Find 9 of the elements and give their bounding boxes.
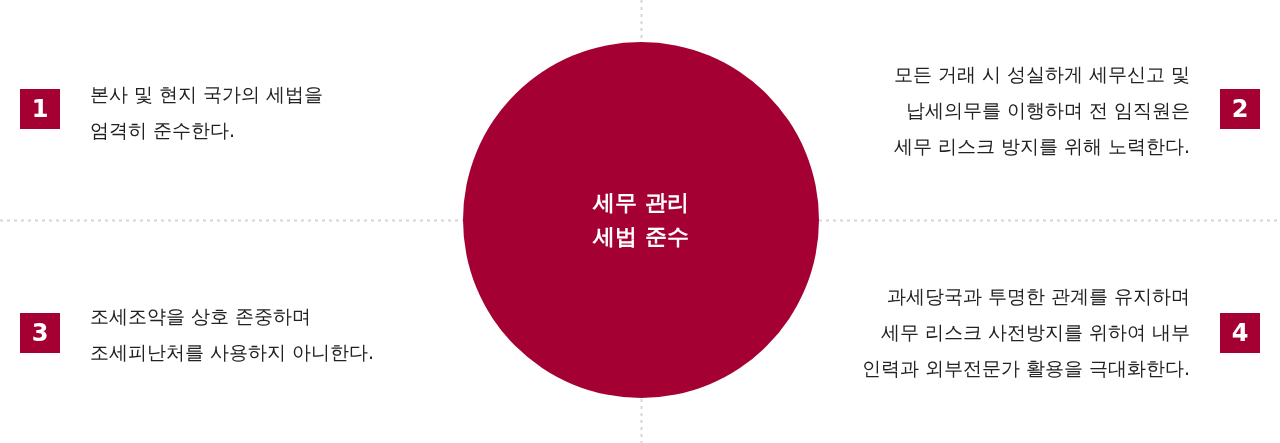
description-text: 과세당국과 투명한 관계를 유지하며 세무 리스크 사전방지를 위하여 내부 인력과 외부전문가 활용을 극대화한다. [861,284,1190,381]
description-text: 모든 거래 시 성실하게 세무신고 및 납세의무를 이행하며 전 임직원은 세무 리스크 방지를 위해 노력한다. [893,62,1190,159]
number-badge: 3 [20,313,60,353]
description-text: 본사 및 현지 국가의 세법을 엄격히 준수한다. [90,82,324,143]
description-text: 조세조약을 상호 존중하며 조세피난처를 사용하지 아니한다. [90,304,375,365]
number-badge: 1 [20,89,60,129]
center-circle: 세무 관리 세법 준수 [463,42,819,398]
number-badge: 2 [1220,89,1260,129]
number-badge: 4 [1220,313,1260,353]
